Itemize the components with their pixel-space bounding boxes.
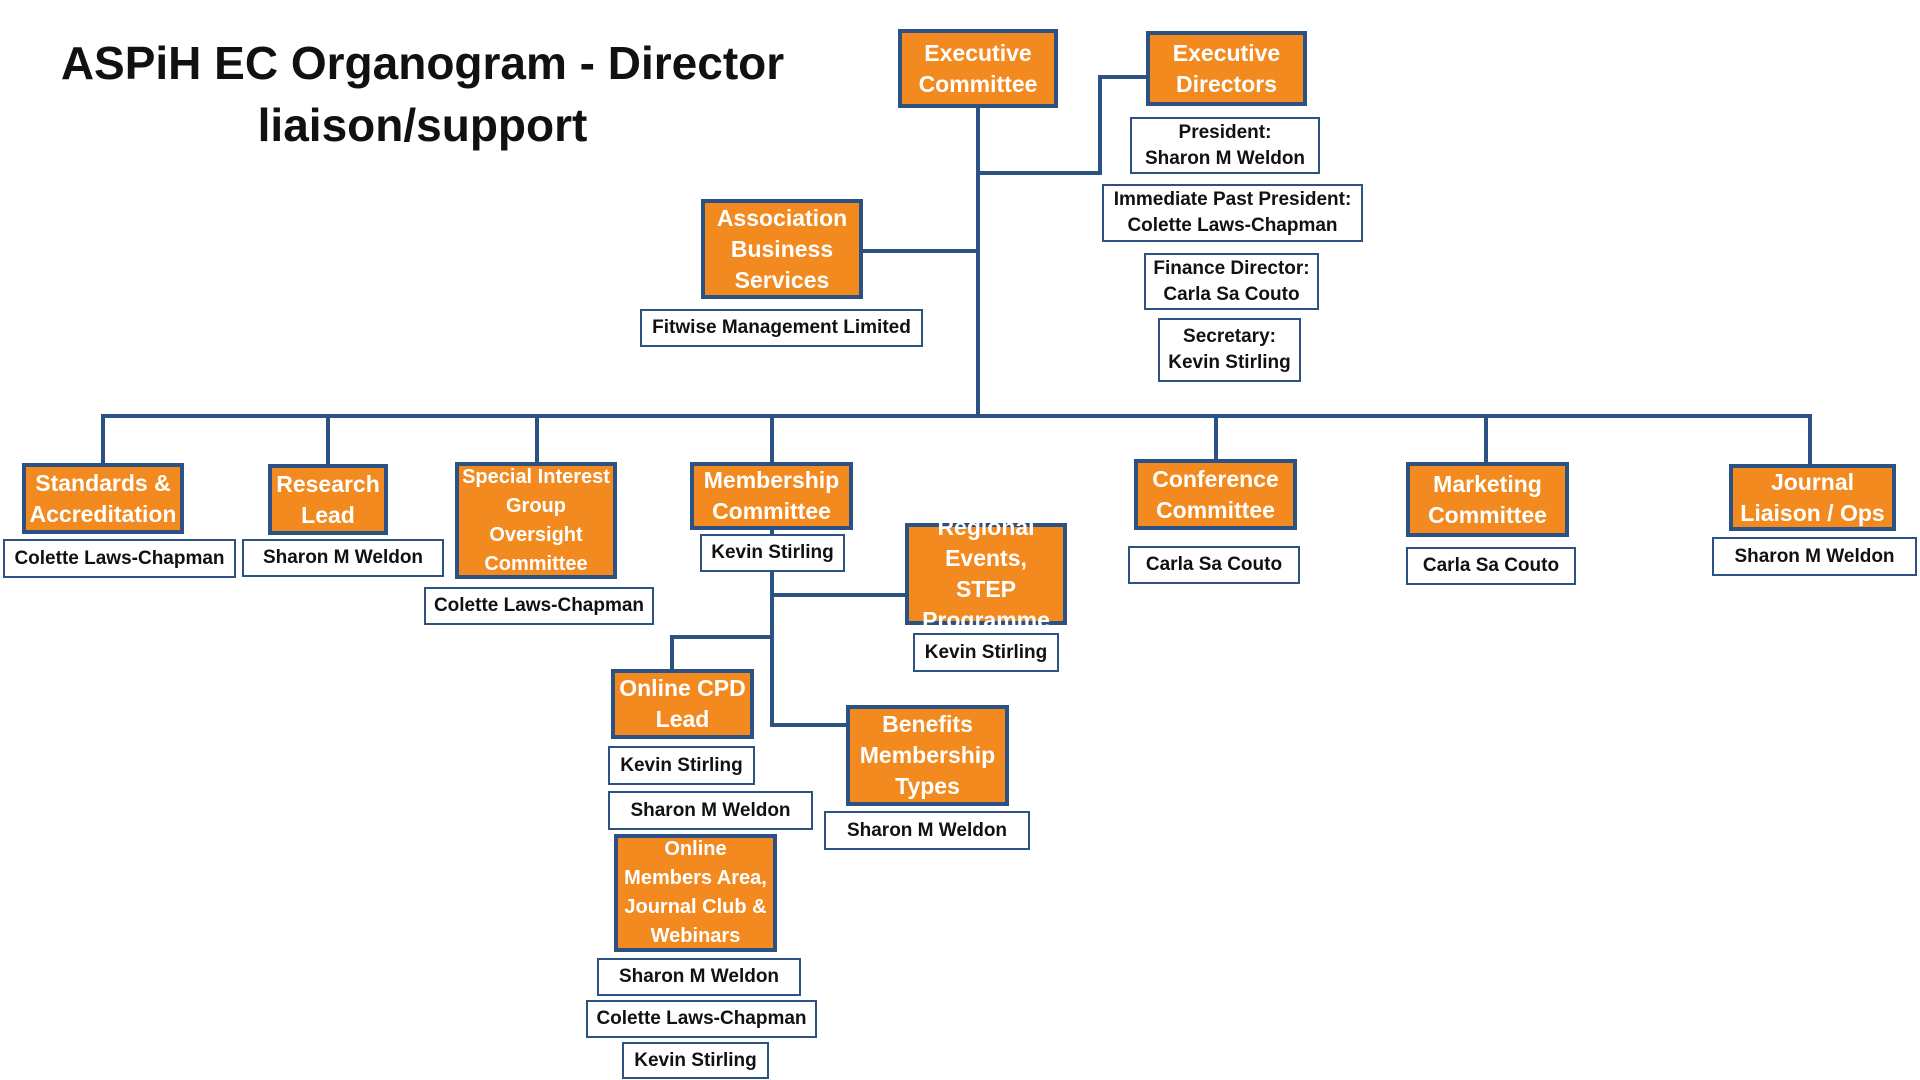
research-liaison: Sharon M Weldon bbox=[242, 539, 444, 577]
conference-liaison: Carla Sa Couto bbox=[1128, 546, 1300, 584]
regional-events-step-box: Regional Events, STEP Programme bbox=[905, 514, 1067, 633]
role-label: President: bbox=[1178, 121, 1272, 143]
standards-accreditation-box: Standards & Accreditation bbox=[22, 463, 184, 534]
online-cpd-liaison-1: Kevin Stirling bbox=[608, 746, 755, 785]
online-members-liaison-1: Sharon M Weldon bbox=[597, 958, 801, 996]
association-business-services-box: Association Business Services bbox=[701, 199, 863, 299]
role-label: Immediate Past President: bbox=[1113, 189, 1352, 210]
regional-events-liaison: Kevin Stirling bbox=[913, 633, 1059, 672]
finance-director-card: Finance Director: Carla Sa Couto bbox=[1144, 253, 1319, 310]
online-cpd-liaison-2: Sharon M Weldon bbox=[608, 791, 813, 830]
executive-directors-box: Executive Directors bbox=[1146, 31, 1307, 106]
sig-oversight-committee-box: Special Interest Group Oversight Committ… bbox=[455, 462, 617, 579]
membership-liaison: Kevin Stirling bbox=[700, 534, 845, 572]
secretary-card: Secretary: Kevin Stirling bbox=[1158, 318, 1301, 382]
benefits-membership-types-box: Benefits Membership Types bbox=[846, 705, 1009, 806]
conference-committee-box: Conference Committee bbox=[1134, 459, 1297, 530]
president-card: President: Sharon M Weldon bbox=[1130, 117, 1320, 174]
immediate-past-president-card: Immediate Past President: Colette Laws-C… bbox=[1102, 184, 1363, 242]
membership-committee-box: Membership Committee bbox=[690, 462, 853, 530]
person-name: Colette Laws-Chapman bbox=[1127, 215, 1338, 236]
fitwise-provider-label: Fitwise Management Limited bbox=[640, 309, 923, 347]
online-cpd-lead-box: Online CPD Lead bbox=[611, 669, 754, 739]
online-members-area-box: Online Members Area, Journal Club & Webi… bbox=[614, 834, 777, 952]
marketing-committee-box: Marketing Committee bbox=[1406, 462, 1569, 537]
online-members-liaison-2: Colette Laws-Chapman bbox=[586, 1000, 817, 1038]
standards-liaison: Colette Laws-Chapman bbox=[3, 539, 236, 578]
journal-liaison-ops-box: Journal Liaison / Ops bbox=[1729, 464, 1896, 531]
online-members-liaison-3: Kevin Stirling bbox=[622, 1042, 769, 1079]
research-lead-box: Research Lead bbox=[268, 464, 388, 535]
person-name: Kevin Stirling bbox=[1168, 352, 1291, 373]
role-label: Finance Director: bbox=[1153, 257, 1310, 279]
role-label: Secretary: bbox=[1183, 326, 1276, 347]
person-name: Carla Sa Couto bbox=[1163, 283, 1300, 305]
marketing-liaison: Carla Sa Couto bbox=[1406, 547, 1576, 585]
page-title: ASPiH EC Organogram - Director liaison/s… bbox=[60, 37, 785, 151]
benefits-liaison: Sharon M Weldon bbox=[824, 811, 1030, 850]
journal-liaison: Sharon M Weldon bbox=[1712, 537, 1917, 576]
executive-committee-box: Executive Committee bbox=[898, 29, 1058, 108]
person-name: Sharon M Weldon bbox=[1144, 147, 1306, 169]
sig-liaison: Colette Laws-Chapman bbox=[424, 587, 654, 625]
